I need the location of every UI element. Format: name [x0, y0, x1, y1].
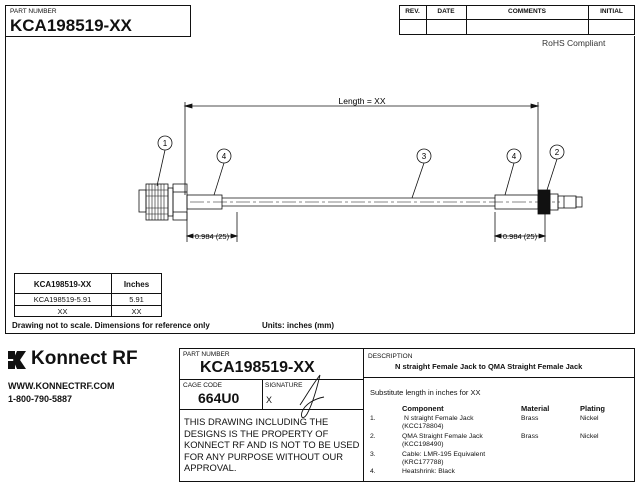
- length-table-header-rule: [14, 293, 162, 294]
- units-note: Units: inches (mm): [262, 321, 335, 330]
- cage-code-label: CAGE CODE: [183, 382, 223, 389]
- list-item-part: (KCC178804): [402, 423, 444, 430]
- comments-header: COMMENTS: [508, 8, 546, 15]
- revision-table: [399, 5, 635, 35]
- signature-prefix: X: [266, 395, 273, 405]
- top-part-number-label: PART NUMBER: [10, 8, 57, 15]
- revision-divider: [588, 5, 589, 35]
- table-row: 5.91: [129, 295, 144, 304]
- initial-header: INITIAL: [600, 8, 623, 15]
- length-arrow-left: [183, 103, 193, 109]
- list-item: Heatshrink: Black: [402, 468, 455, 475]
- list-item-num: 2.: [370, 433, 376, 440]
- list-item-num: 1.: [370, 415, 376, 422]
- length-table: [14, 273, 162, 317]
- table-row: XX: [57, 307, 68, 316]
- list-item: Cable: LMR-195 Equivalent: [402, 451, 486, 458]
- title-part-number: KCA198519-XX: [200, 359, 315, 376]
- title-block-rule: [363, 377, 635, 378]
- revision-divider: [426, 5, 427, 35]
- title-block: [179, 348, 635, 482]
- list-item-material: Brass: [521, 415, 539, 422]
- revision-header-line: [399, 19, 635, 20]
- top-part-number-box: PART NUMBER KCA198519-XX: [5, 5, 191, 37]
- substitute-note: Substitute length in inches for XX: [370, 388, 481, 397]
- title-block-rule: [363, 348, 364, 482]
- table-row: KCA198519-5.91: [33, 295, 92, 304]
- qma-connector-tip: [575, 196, 583, 208]
- drawing-frame: [5, 36, 635, 334]
- n-connector-knurl: [146, 184, 168, 220]
- callout-3: 3: [422, 152, 427, 161]
- rev-header: REV.: [405, 8, 420, 15]
- length-label: Length = XX: [338, 96, 385, 106]
- title-block-rule: [179, 409, 363, 410]
- signature-label: SIGNATURE: [265, 382, 303, 389]
- date-header: DATE: [437, 8, 455, 15]
- dimension-left-label: 0.984 (25): [195, 232, 230, 241]
- length-table-header-part: KCA198519-XX: [33, 280, 92, 289]
- list-item-material: Brass: [521, 433, 539, 440]
- list-item-part: (KRC177788): [402, 459, 444, 466]
- components-header-material: Material: [521, 404, 550, 413]
- table-row: XX: [131, 307, 142, 316]
- components-header-component: Component: [402, 404, 444, 413]
- description-label: DESCRIPTION: [368, 353, 413, 360]
- list-item-part: (KCC198490): [402, 441, 444, 448]
- title-block-rule: [262, 379, 263, 409]
- brand-name: Konnect RF: [31, 348, 138, 369]
- list-item-plating: Nickel: [580, 415, 599, 422]
- callout-2: 2: [555, 148, 560, 157]
- callout-4-right: 4: [512, 152, 517, 161]
- brand-website: WWW.KONNECTRF.COM: [8, 381, 115, 391]
- list-item-num: 4.: [370, 468, 376, 475]
- length-table-col-rule: [111, 273, 112, 317]
- cage-code: 664U0: [198, 390, 240, 406]
- callout-4-left: 4: [222, 152, 227, 161]
- list-item: N straight Female Jack: [404, 415, 474, 422]
- components-header-plating: Plating: [580, 404, 606, 413]
- revision-divider: [466, 5, 467, 35]
- rohs-label: RoHS Compliant: [542, 38, 606, 48]
- scale-note: Drawing not to scale. Dimensions for ref…: [12, 321, 210, 330]
- length-table-row-rule: [14, 305, 162, 306]
- title-part-number-label: PART NUMBER: [183, 351, 230, 358]
- callout-1: 1: [163, 139, 168, 148]
- dimension-right-label: 0.984 (25): [503, 232, 538, 241]
- length-table-header-inches: Inches: [123, 280, 150, 289]
- list-item: QMA Straight Female Jack: [402, 433, 483, 440]
- length-arrow-right: [530, 103, 540, 109]
- list-item-num: 3.: [370, 451, 376, 458]
- top-part-number: KCA198519-XX: [10, 16, 132, 35]
- title-block-rule: [179, 379, 363, 380]
- property-notice: THIS DRAWING INCLUDING THE DESIGNS IS TH…: [184, 416, 360, 473]
- list-item-plating: Nickel: [580, 433, 599, 440]
- description: N straight Female Jack to QMA Straight F…: [395, 362, 583, 371]
- brand-phone: 1-800-790-5887: [8, 394, 73, 404]
